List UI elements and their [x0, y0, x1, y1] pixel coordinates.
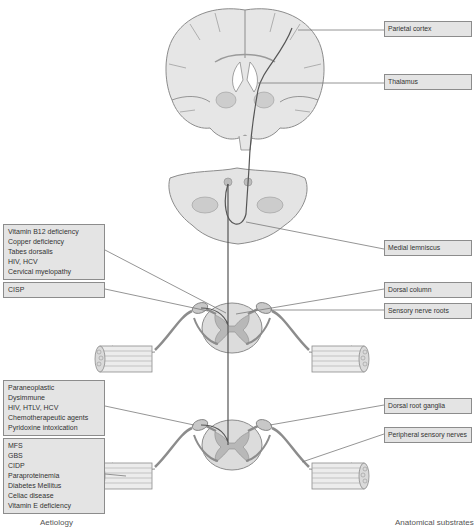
box-text: Peripheral sensory nerves — [388, 430, 468, 440]
anatomy-label-box: Peripheral sensory nerves — [384, 427, 472, 443]
aetiology-box: ParaneoplasticDysimmuneHIV, HTLV, HCVChe… — [3, 380, 105, 436]
box-text: HIV, HTLV, HCV — [8, 403, 100, 413]
box-text: Diabetes Mellitus — [8, 481, 100, 491]
section-label: Aetiology — [40, 518, 73, 527]
box-text: Thalamus — [388, 77, 468, 87]
sensory-pathway — [225, 28, 292, 224]
box-text: Dysimmune — [8, 393, 100, 403]
box-text: Vitamin E deficiency — [8, 501, 100, 511]
section-label: Anatomical substrates — [395, 518, 474, 527]
box-text: Pyridoxine intoxication — [8, 423, 100, 433]
anatomy-label-box: Parietal cortex — [384, 21, 472, 37]
aetiology-box: Vitamin B12 deficiencyCopper deficiencyT… — [3, 224, 105, 280]
anatomy-label-box: Thalamus — [384, 74, 472, 90]
box-text: Vitamin B12 deficiency — [8, 227, 100, 237]
box-text: Parietal cortex — [388, 24, 468, 34]
anatomy-label-box: Dorsal column — [384, 282, 472, 298]
box-text: GBS — [8, 451, 100, 461]
box-text: Tabes dorsalis — [8, 247, 100, 257]
box-text: CISP — [8, 285, 100, 295]
aetiology-box: CISP — [3, 282, 105, 298]
box-text: Copper deficiency — [8, 237, 100, 247]
box-text: Celiac disease — [8, 491, 100, 501]
box-text: Paraproteinemia — [8, 471, 100, 481]
box-text: Cervical myelopathy — [8, 267, 100, 277]
aetiology-box: MFSGBSCIDPParaproteinemiaDiabetes Mellit… — [3, 438, 105, 514]
box-text: MFS — [8, 441, 100, 451]
box-text: Sensory nerve roots — [388, 306, 468, 316]
box-text: Medial lemniscus — [388, 243, 468, 253]
spinal-cord-segment — [95, 301, 369, 372]
leader-lines — [105, 30, 384, 476]
sensory-pathway — [201, 184, 228, 445]
box-text: Dorsal root ganglia — [388, 401, 468, 411]
medulla-section — [169, 168, 307, 244]
box-text: CIDP — [8, 461, 100, 471]
box-text: Dorsal column — [388, 285, 468, 295]
box-text: HIV, HCV — [8, 257, 100, 267]
box-text: Chemotherapeutic agents — [8, 413, 100, 423]
anatomy-label-box: Sensory nerve roots — [384, 303, 472, 319]
anatomy-label-box: Medial lemniscus — [384, 240, 472, 256]
anatomy-label-box: Dorsal root ganglia — [384, 398, 472, 414]
box-text: Paraneoplastic — [8, 383, 100, 393]
